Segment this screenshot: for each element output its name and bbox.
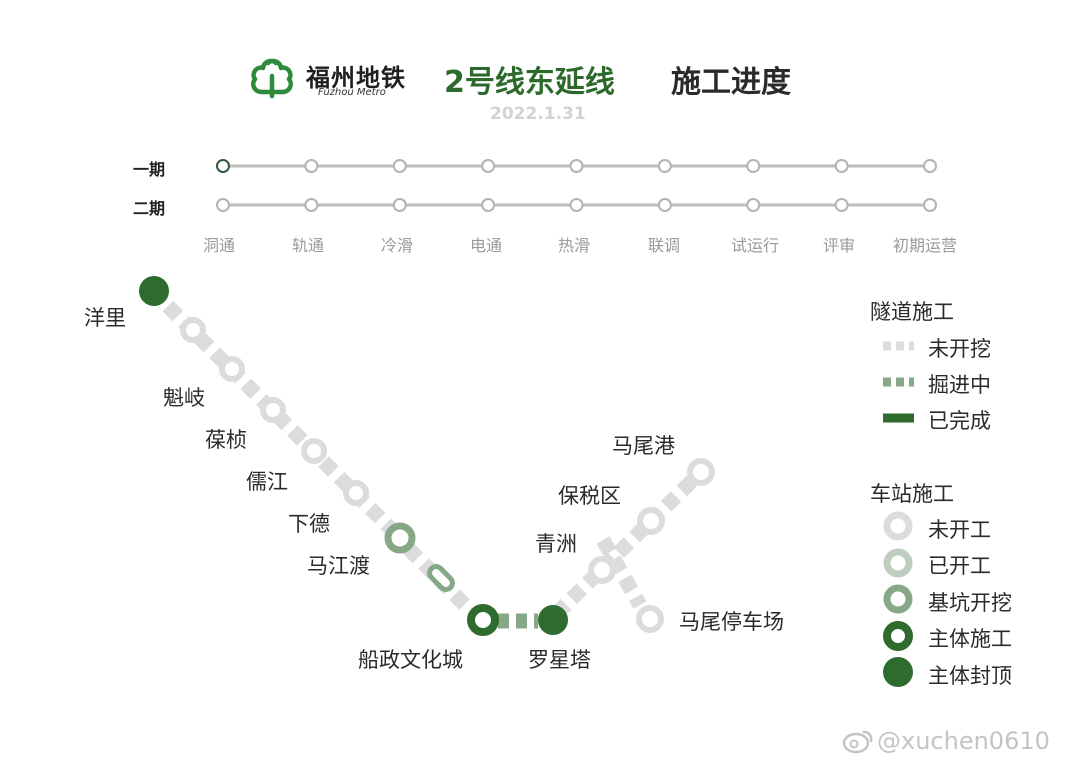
legend-label-main-construction: 主体施工 xyxy=(928,627,1012,651)
legend-label-excavating: 掘进中 xyxy=(928,373,991,397)
station-label-baoshuiqu: 保税区 xyxy=(558,484,621,508)
legend-label-started: 已开工 xyxy=(928,554,991,578)
stage-label-tunnel: 洞通 xyxy=(203,236,236,255)
legend-label-not-excavated: 未开挖 xyxy=(928,337,991,361)
station-marker-xiade-2 xyxy=(343,480,369,506)
stage-label-trial-run: 试运行 xyxy=(731,236,780,255)
line-title: 2号线东延线 xyxy=(444,65,615,100)
progress-tracker xyxy=(216,159,937,212)
station-marker-majiangdu xyxy=(384,522,416,554)
station-marker-xiade xyxy=(301,438,327,464)
station-marker-baozhen xyxy=(219,356,245,382)
stage-label-track: 轨通 xyxy=(292,236,325,255)
shield-machine-icon xyxy=(427,564,455,592)
legend-swatch-started xyxy=(883,548,913,578)
progress-title: 施工进度 xyxy=(671,65,791,100)
stage-label-initial-operation: 初期运营 xyxy=(893,236,958,255)
logo-english-text: Fuzhou Metro xyxy=(318,87,386,98)
legend-tunnel-title: 隧道施工 xyxy=(870,300,954,324)
tracker-node-phase2-stage7 xyxy=(746,198,761,212)
station-label-luoxingta: 罗星塔 xyxy=(528,648,591,672)
tunnel-depot-branch xyxy=(596,536,647,609)
legend-swatch-foundation-pit xyxy=(883,584,913,614)
weibo-icon xyxy=(842,730,873,754)
tracker-node-phase2-stage6 xyxy=(657,198,672,212)
tracker-node-phase2-stage9 xyxy=(923,198,937,212)
legend-station-title: 车站施工 xyxy=(870,482,954,506)
phase-2-label: 二期 xyxy=(133,199,166,218)
station-marker-yangli xyxy=(139,276,169,306)
line-map xyxy=(139,276,715,636)
station-marker-rujiang xyxy=(260,397,286,423)
tracker-node-phase1-stage4 xyxy=(481,159,496,173)
station-marker-chuanzheng-wenhuacheng xyxy=(467,604,499,636)
tracker-node-phase2-stage3 xyxy=(392,198,407,212)
stage-label-joint-debug: 联调 xyxy=(648,236,681,255)
station-label-yangli: 洋里 xyxy=(84,306,126,330)
stage-label-review: 评审 xyxy=(823,236,856,255)
station-label-maweigang: 马尾港 xyxy=(612,434,675,458)
station-marker-luoxingta xyxy=(538,605,568,635)
station-marker-qingzhou xyxy=(588,556,616,584)
tracker-node-phase1-stage3 xyxy=(392,159,407,173)
tracker-node-phase2-stage4 xyxy=(481,198,496,212)
legend-label-main-capped: 主体封顶 xyxy=(928,664,1012,688)
station-label-chuanzheng-wenhuacheng: 船政文化城 xyxy=(358,648,463,672)
station-marker-mawei-depot xyxy=(636,605,664,633)
tunnel-majiangdu-chuanzheng xyxy=(402,542,476,616)
tracker-node-phase1-stage2 xyxy=(304,159,319,173)
stage-label-cold-test: 冷滑 xyxy=(381,236,414,255)
fuzhou-metro-logo-icon xyxy=(251,58,293,99)
station-marker-maweigang xyxy=(687,458,715,486)
legend-label-not-started: 未开工 xyxy=(928,518,991,542)
tunnel-luoxingta-maweigang xyxy=(550,467,706,620)
station-marker-kuiqi xyxy=(180,317,206,343)
station-label-majiangdu: 马江渡 xyxy=(307,554,370,578)
watermark-text: @xuchen0610 xyxy=(877,727,1050,755)
tracker-node-phase1-stage1 xyxy=(216,159,230,173)
legend-station-swatches xyxy=(883,511,913,687)
legend-swatch-main-capped xyxy=(883,657,913,687)
legend-swatch-not-started xyxy=(883,511,913,541)
station-label-baozhen: 葆桢 xyxy=(205,428,247,452)
legend-label-foundation-pit: 基坑开挖 xyxy=(928,591,1012,615)
tracker-node-phase2-stage1 xyxy=(216,198,230,212)
stage-label-hot-test: 热滑 xyxy=(558,236,591,255)
legend-tunnel-swatches xyxy=(883,341,914,423)
legend-swatch-main-construction xyxy=(883,621,913,651)
station-label-qingzhou: 青洲 xyxy=(535,532,577,556)
station-label-xiade: 下德 xyxy=(288,512,330,536)
logo-chinese-text: 福州地铁 xyxy=(306,64,406,92)
tracker-node-phase1-stage8 xyxy=(834,159,849,173)
tracker-node-phase1-stage9 xyxy=(923,159,937,173)
legend-label-tunnel-done: 已完成 xyxy=(928,409,991,433)
station-label-rujiang: 儒江 xyxy=(246,470,288,494)
phase-1-label: 一期 xyxy=(133,160,166,179)
tracker-node-phase1-stage5 xyxy=(569,159,584,173)
date-label: 2022.1.31 xyxy=(490,104,586,124)
tracker-node-phase2-stage2 xyxy=(304,198,319,212)
tracker-node-phase2-stage5 xyxy=(569,198,584,212)
station-label-kuiqi: 魁岐 xyxy=(163,386,205,410)
station-label-mawei-depot: 马尾停车场 xyxy=(679,610,784,634)
tracker-node-phase1-stage7 xyxy=(746,159,761,173)
tracker-node-phase2-stage8 xyxy=(834,198,849,212)
tracker-node-phase1-stage6 xyxy=(657,159,672,173)
station-marker-baoshuiqu xyxy=(637,507,665,535)
stage-label-power: 电通 xyxy=(470,236,503,255)
